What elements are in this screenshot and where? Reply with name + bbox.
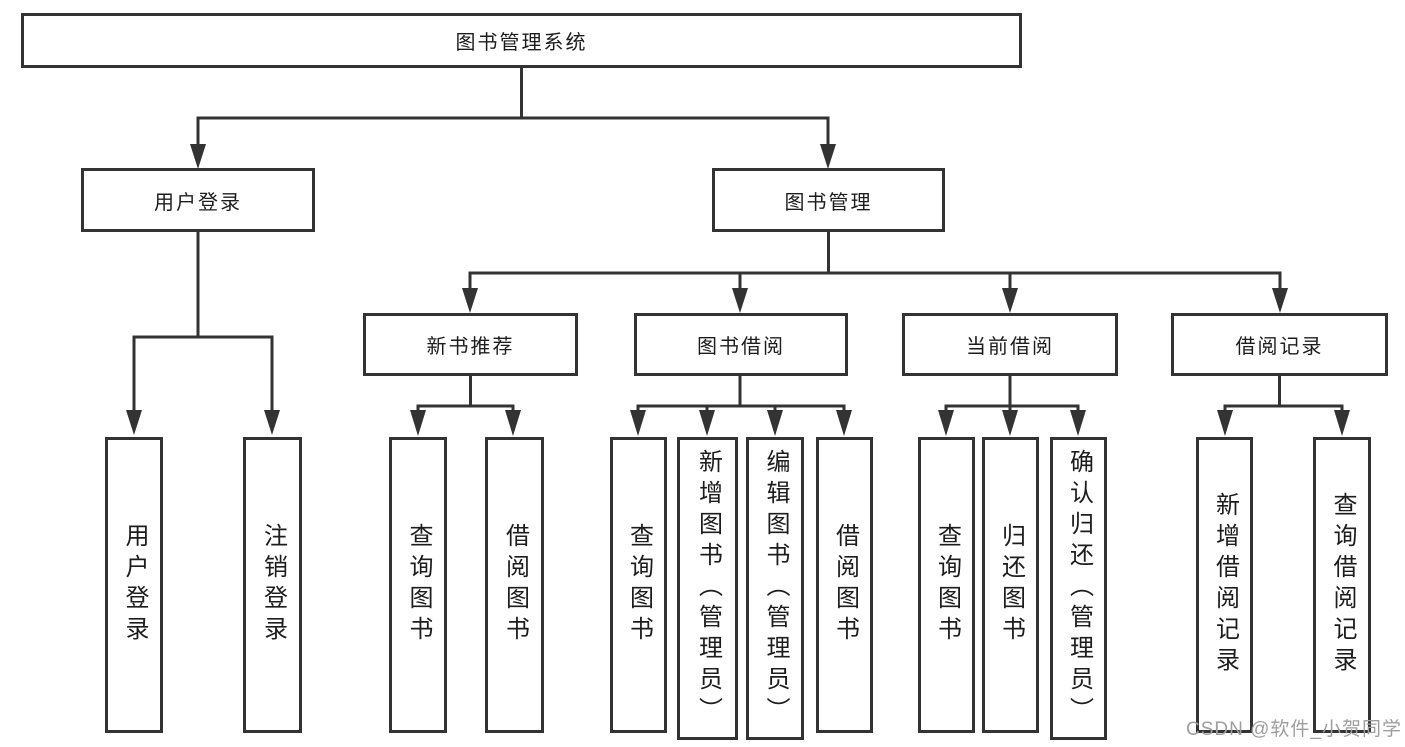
leaf-add-book-admin: 新增图书（管理员） [677, 437, 738, 740]
leaf-label: 查询借阅记录 [1329, 492, 1356, 678]
leaf-label: 查询图书 [405, 523, 432, 647]
leaf-edit-book-admin: 编辑图书（管理员） [746, 437, 804, 740]
leaf-label: 新增借阅记录 [1211, 492, 1239, 678]
node-user-login: 用户登录 [81, 168, 315, 232]
leaf-user-login: 用户登录 [105, 437, 163, 733]
leaf-return-books: 归还图书 [982, 437, 1039, 733]
leaf-query-books: 查询图书 [610, 437, 667, 733]
leaf-label: 编辑图书（管理员） [762, 449, 789, 728]
node-current-borrow: 当前借阅 [902, 313, 1118, 376]
node-book-borrow: 图书借阅 [634, 313, 848, 376]
node-book-management: 图书管理 [712, 168, 945, 232]
leaf-label: 确认归还（管理员） [1065, 449, 1093, 728]
leaf-query-borrow-record: 查询借阅记录 [1313, 437, 1371, 733]
leaf-label: 查询图书 [625, 523, 653, 647]
leaf-label: 借阅图书 [501, 523, 529, 647]
leaf-query-books: 查询图书 [389, 437, 447, 733]
leaf-label: 归还图书 [997, 523, 1025, 647]
leaf-label: 新增图书（管理员） [694, 449, 722, 728]
leaf-add-borrow-record: 新增借阅记录 [1196, 437, 1253, 733]
leaf-label: 查询图书 [933, 523, 961, 647]
leaf-query-books: 查询图书 [918, 437, 975, 733]
csdn-watermark: CSDN @软件_小贺同学 [1186, 719, 1402, 740]
leaf-label: 注销登录 [259, 523, 287, 647]
node-new-book-recommend: 新书推荐 [363, 313, 578, 376]
leaf-label: 用户登录 [121, 523, 148, 647]
arrowheads [126, 144, 1350, 436]
leaf-confirm-return-admin: 确认归还（管理员） [1050, 437, 1107, 740]
leaf-label: 借阅图书 [831, 523, 859, 647]
leaf-borrow-books: 借阅图书 [816, 437, 873, 733]
leaf-logout: 注销登录 [243, 437, 302, 733]
leaf-borrow-books: 借阅图书 [485, 437, 544, 733]
node-library-system: 图书管理系统 [21, 13, 1022, 68]
node-borrow-records: 借阅记录 [1171, 313, 1388, 376]
